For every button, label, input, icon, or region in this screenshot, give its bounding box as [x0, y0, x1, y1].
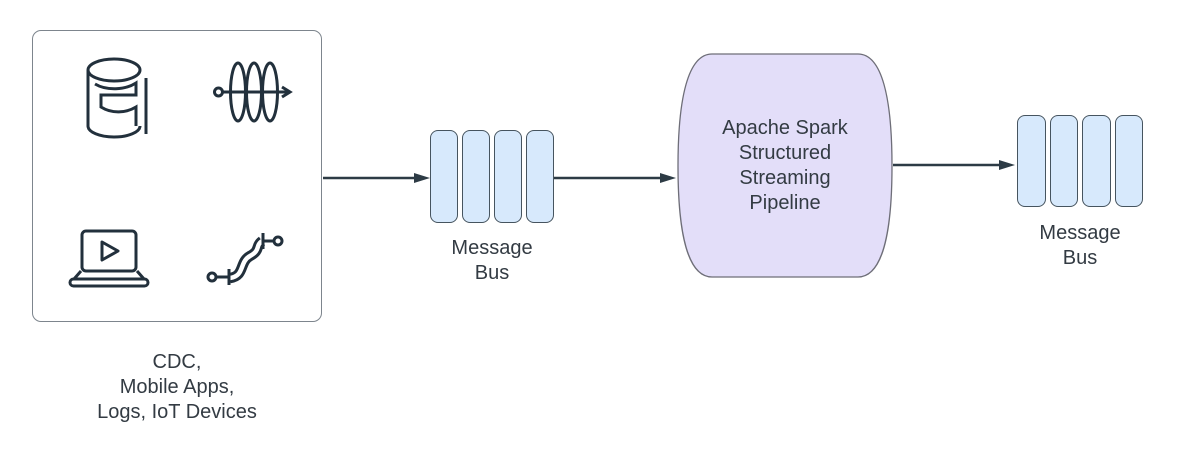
caption-line: Logs, IoT Devices	[97, 401, 257, 423]
data-pipeline-icon	[204, 229, 286, 291]
bus-label-line: Bus	[474, 262, 510, 284]
spark-label-line: Structured	[738, 141, 832, 164]
database-icon	[85, 57, 149, 141]
source-systems-label: CDC, Mobile Apps, Logs, IoT Devices	[32, 350, 322, 425]
message-bus-in-node	[430, 130, 554, 223]
data-stream-icon	[213, 61, 293, 123]
caption-line: CDC,	[152, 351, 202, 373]
bus-partition	[1049, 115, 1078, 207]
source-systems-node	[32, 30, 322, 322]
message-bus-out-label: Message Bus	[997, 221, 1163, 271]
bus-label-line: Message	[451, 237, 533, 259]
message-bus-in-label: Message Bus	[410, 236, 574, 286]
arrow-spark-to-bus	[893, 160, 1015, 170]
arrowhead-icon	[999, 160, 1015, 170]
spark-pipeline-node	[677, 53, 893, 278]
arrowhead-icon	[660, 173, 676, 183]
arrow-source-to-bus	[323, 173, 430, 183]
arrow-bus-to-spark	[554, 173, 676, 183]
arrowhead-icon	[414, 173, 430, 183]
bus-label-line: Bus	[1062, 247, 1098, 269]
laptop-play-icon	[67, 229, 151, 289]
caption-line: Mobile Apps,	[119, 376, 235, 398]
spark-pipeline-label: Apache Spark Structured Streaming Pipeli…	[678, 54, 892, 277]
spark-label-line: Pipeline	[749, 191, 821, 214]
bus-partition	[1017, 115, 1046, 207]
bus-partition	[1082, 115, 1111, 207]
bus-partition	[430, 130, 458, 223]
bus-partition	[1114, 115, 1143, 207]
bus-label-line: Message	[1039, 222, 1121, 244]
message-bus-out-node	[1017, 115, 1143, 207]
bus-partition	[526, 130, 554, 223]
spark-label-line: Apache Spark	[722, 116, 848, 139]
bus-partition	[494, 130, 522, 223]
spark-label-line: Streaming	[739, 166, 831, 189]
bus-partition	[462, 130, 490, 223]
spark-barrel-shape	[677, 53, 893, 278]
